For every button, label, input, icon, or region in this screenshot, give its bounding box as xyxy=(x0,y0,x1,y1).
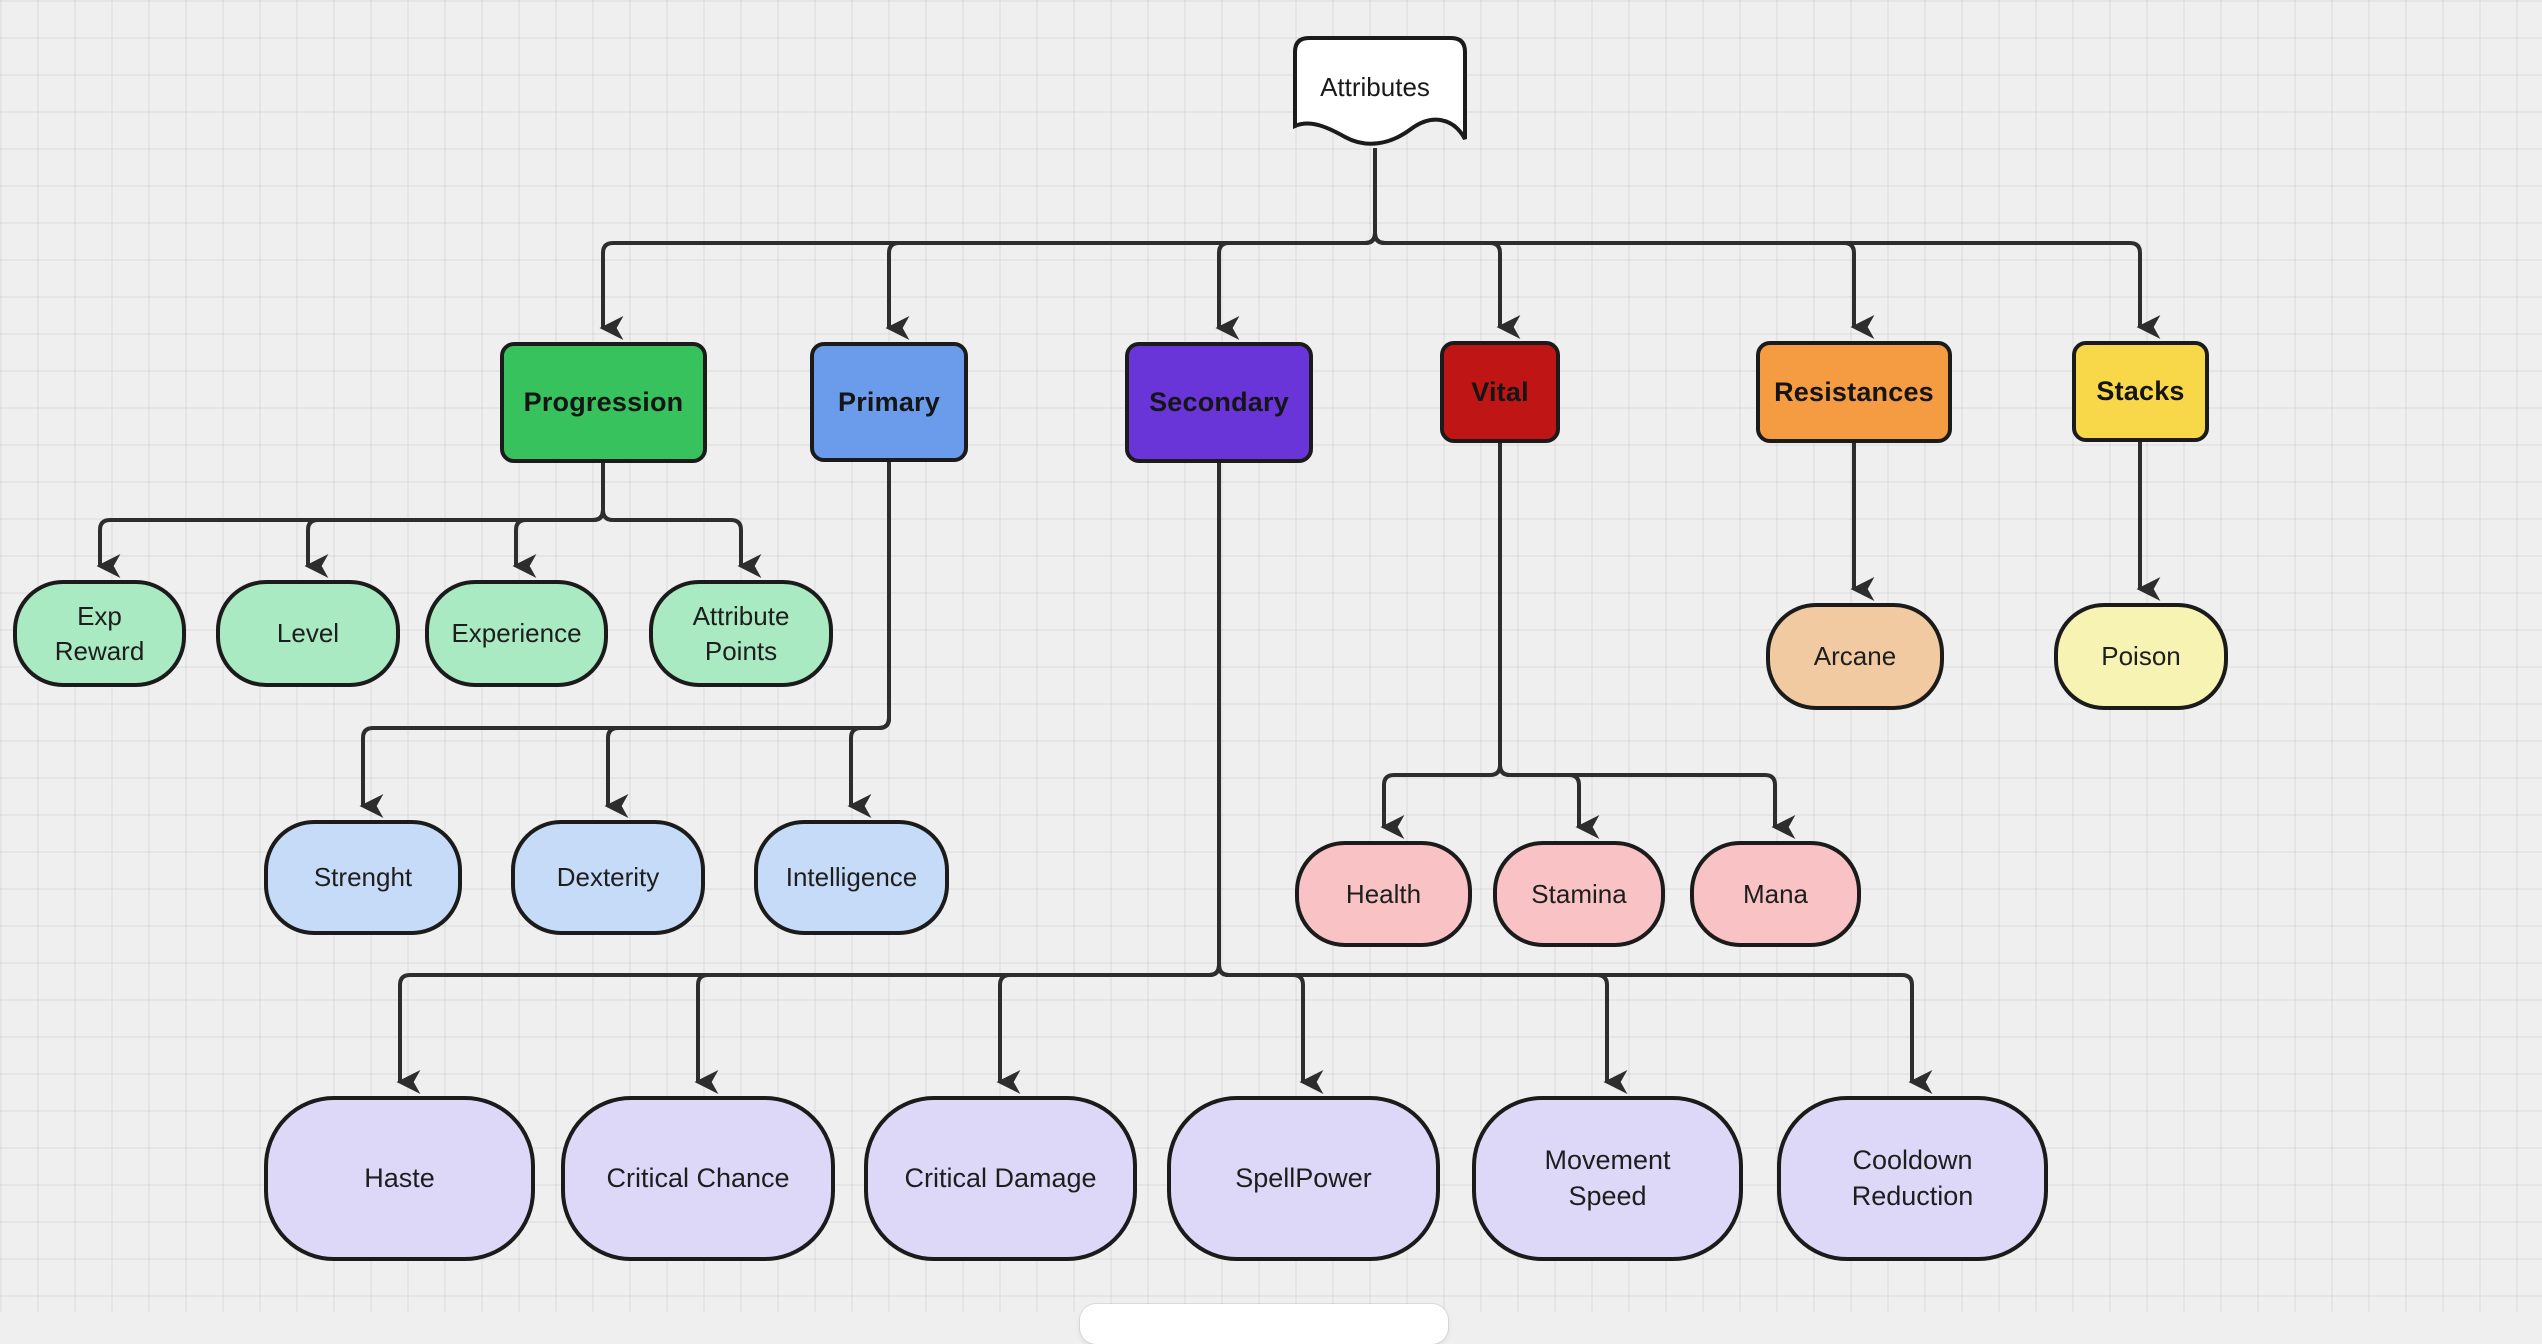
edge-root-stacks xyxy=(1373,148,2161,339)
node-critical-chance-label: Critical Chance xyxy=(606,1162,790,1193)
edge-root-primary xyxy=(885,148,1377,340)
node-attribute-points-label: Attribute Points xyxy=(692,601,790,666)
node-strenght-label: Strenght xyxy=(313,862,413,893)
edge-secondary-spellpower xyxy=(1217,463,1324,1094)
node-experience[interactable]: Experience xyxy=(425,580,608,687)
node-critical-chance[interactable]: Critical Chance xyxy=(561,1096,835,1261)
edge-root-secondary xyxy=(1215,148,1377,340)
node-intelligence-label: Intelligence xyxy=(785,862,918,893)
node-spellpower-label: SpellPower xyxy=(1235,1162,1372,1193)
edge-root-vital xyxy=(1373,148,1521,339)
node-cooldown-reduction[interactable]: Cooldown Reduction xyxy=(1777,1096,2048,1261)
document-shape xyxy=(1293,36,1467,146)
node-mana[interactable]: Mana xyxy=(1690,841,1861,947)
edge-secondary-movespeed xyxy=(1217,463,1628,1094)
node-haste[interactable]: Haste xyxy=(264,1096,535,1261)
node-stacks[interactable]: Stacks xyxy=(2072,341,2209,442)
node-movement-speed[interactable]: Movement Speed xyxy=(1472,1096,1743,1261)
node-mana-label: Mana xyxy=(1742,878,1809,909)
edge-vital-stamina xyxy=(1498,443,1600,839)
node-intelligence[interactable]: Intelligence xyxy=(754,820,949,935)
node-arcane[interactable]: Arcane xyxy=(1766,603,1944,710)
node-vital-label: Vital xyxy=(1471,376,1529,407)
node-stamina[interactable]: Stamina xyxy=(1493,841,1665,947)
node-resistances[interactable]: Resistances xyxy=(1756,341,1952,443)
node-strenght[interactable]: Strenght xyxy=(264,820,462,935)
node-experience-label: Experience xyxy=(451,618,582,649)
edge-secondary-haste xyxy=(396,463,1221,1094)
node-poison-label: Poison xyxy=(2101,641,2181,672)
node-critical-damage-label: Critical Damage xyxy=(904,1162,1097,1193)
node-health-label: Health xyxy=(1345,878,1422,909)
edge-secondary-critdamage xyxy=(996,463,1221,1094)
node-critical-damage[interactable]: Critical Damage xyxy=(864,1096,1137,1261)
node-arcane-label: Arcane xyxy=(1813,641,1897,672)
edge-root-resistances xyxy=(1373,148,1875,339)
node-dexterity[interactable]: Dexterity xyxy=(511,820,705,935)
edge-secondary-cooldown xyxy=(1217,463,1933,1094)
node-stamina-label: Stamina xyxy=(1531,878,1627,909)
node-level[interactable]: Level xyxy=(216,580,400,687)
edge-vital-mana xyxy=(1498,443,1796,839)
node-poison[interactable]: Poison xyxy=(2054,603,2228,710)
node-movement-speed-label: Movement Speed xyxy=(1544,1144,1671,1211)
node-stacks-label: Stacks xyxy=(2096,376,2185,406)
node-progression-label: Progression xyxy=(523,387,684,417)
edge-secondary-critchance xyxy=(694,463,1221,1094)
edge-progression-level xyxy=(304,463,605,578)
bottom-toolbar[interactable] xyxy=(1080,1304,1448,1344)
edge-root-progression xyxy=(599,148,1377,340)
node-cooldown-reduction-label: Cooldown Reduction xyxy=(1851,1144,1974,1211)
node-haste-label: Haste xyxy=(364,1162,435,1193)
node-dexterity-label: Dexterity xyxy=(556,862,660,893)
edge-vital-health xyxy=(1380,443,1502,839)
node-primary[interactable]: Primary xyxy=(810,342,968,462)
node-attributes-label: Attributes xyxy=(1320,71,1430,102)
edge-primary-intelligence xyxy=(847,462,891,818)
node-exp-reward-label: Exp Reward xyxy=(54,601,145,666)
node-secondary-label: Secondary xyxy=(1149,387,1289,417)
node-exp-reward[interactable]: Exp Reward xyxy=(13,580,186,687)
node-primary-label: Primary xyxy=(838,386,940,417)
edge-progression-exp xyxy=(96,463,605,578)
node-attribute-points[interactable]: Attribute Points xyxy=(649,580,833,687)
node-level-label: Level xyxy=(276,618,340,649)
node-resistances-label: Resistances xyxy=(1774,376,1934,407)
node-secondary[interactable]: Secondary xyxy=(1125,342,1313,463)
node-spellpower[interactable]: SpellPower xyxy=(1167,1096,1440,1261)
node-vital[interactable]: Vital xyxy=(1440,341,1560,443)
node-attributes[interactable]: Attributes xyxy=(1283,36,1467,154)
node-health[interactable]: Health xyxy=(1295,841,1472,947)
edges-layer xyxy=(96,148,2161,1094)
edge-progression-exper xyxy=(512,463,605,578)
node-progression[interactable]: Progression xyxy=(500,342,707,463)
edge-progression-points xyxy=(601,463,762,578)
